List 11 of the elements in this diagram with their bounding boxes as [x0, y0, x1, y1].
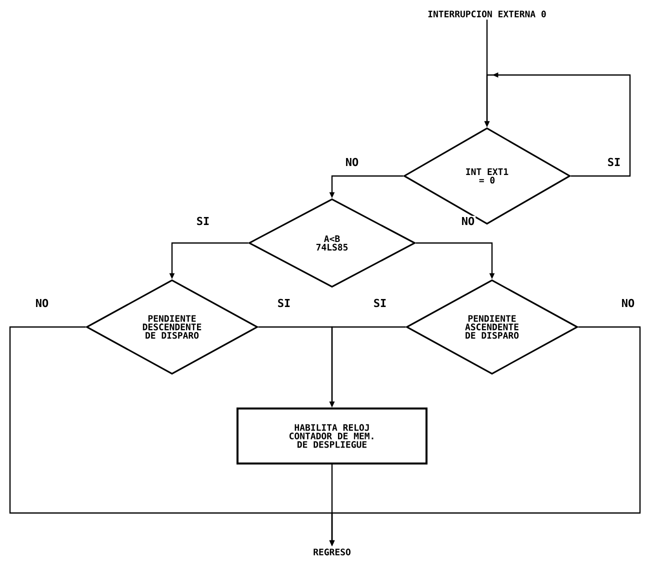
- terminal-label: REGRESO: [314, 548, 350, 556]
- edge-label: NO: [34, 298, 50, 308]
- edge-label: SI: [195, 216, 211, 226]
- edge-label: NO: [344, 156, 360, 168]
- edge-label: SI: [606, 156, 622, 168]
- edge-label: NO: [460, 216, 476, 226]
- edge-label: SI: [372, 298, 388, 308]
- edge-label: SI: [276, 298, 292, 308]
- edge-label: NO: [620, 298, 636, 308]
- process-box: HABILITA RELOJ CONTADOR DE MEM. DE DESPLIEGUE: [236, 408, 428, 464]
- terminal-label: INTERRUPCION EXTERNA 0: [428, 10, 546, 18]
